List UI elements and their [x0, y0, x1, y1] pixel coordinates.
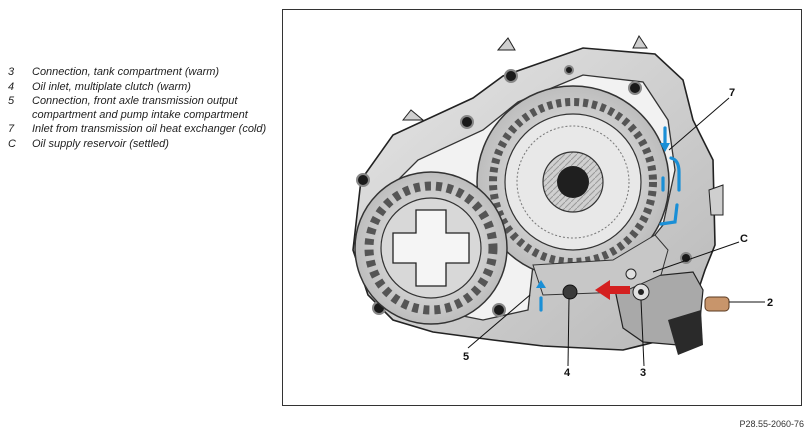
figure-code: P28.55-2060-76 — [739, 419, 804, 429]
cold-oil-flow — [539, 126, 681, 312]
legend-text: Connection, front axle transmission outp… — [32, 95, 248, 121]
legend: 3 Connection, tank compartment (warm) 4 … — [8, 66, 270, 152]
legend-item: 7 Inlet from transmission oil heat excha… — [8, 123, 270, 137]
legend-key: 4 — [8, 80, 15, 93]
bolt-holes — [356, 65, 692, 317]
figure-frame: 7 C 2 5 4 3 — [282, 9, 802, 406]
connection-fittings — [562, 268, 730, 312]
legend-item: 4 Oil inlet, multiplate clutch (warm) — [8, 81, 270, 95]
legend-key: 5 — [8, 95, 15, 107]
legend-text: Inlet from transmission oil heat exchang… — [32, 123, 267, 135]
callout-5: 5 — [463, 351, 469, 363]
legend-key: C — [8, 137, 16, 150]
transmission-oil-diagram: 7 C 2 5 4 3 — [352, 35, 773, 379]
legend-text: Connection, tank compartment (warm) — [32, 66, 220, 78]
cold-oil-arrows — [536, 143, 670, 288]
callout-2: 2 — [767, 297, 773, 309]
pump-gear — [354, 171, 508, 325]
warm-oil-arrow — [595, 280, 630, 300]
callout-4: 4 — [564, 367, 571, 379]
legend-item: 3 Connection, tank compartment (warm) — [8, 66, 270, 80]
oil-reservoir — [532, 234, 669, 296]
legend-item: 5 Connection, front axle transmission ou… — [8, 95, 270, 122]
legend-text: Oil supply reservoir (settled) — [32, 137, 169, 150]
copper-fitting — [704, 296, 730, 312]
callout-7: 7 — [729, 87, 735, 99]
ring-gear — [476, 85, 670, 279]
callout-C: C — [740, 233, 748, 245]
callout-3: 3 — [640, 367, 646, 379]
legend-key: 7 — [8, 123, 15, 135]
legend-text: Oil inlet, multiplate clutch (warm) — [32, 80, 191, 93]
leader-lines — [467, 97, 765, 367]
legend-key: 3 — [8, 66, 15, 78]
legend-item: C Oil supply reservoir (settled) — [8, 138, 270, 152]
